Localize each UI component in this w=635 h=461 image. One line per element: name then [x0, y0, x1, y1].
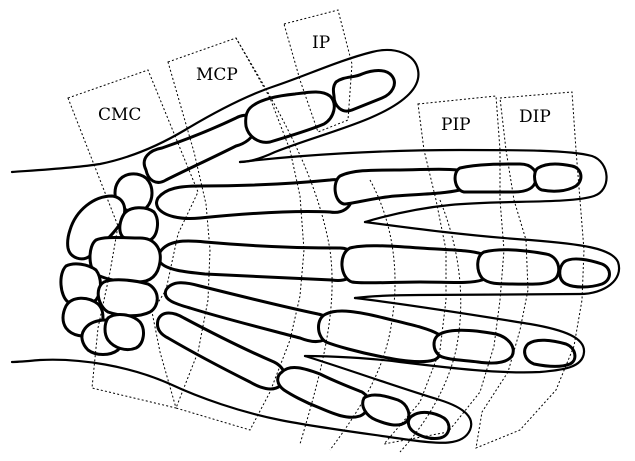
thumb-metacarpal: [144, 115, 256, 182]
index-metacarpal: [157, 180, 353, 219]
label-dip: DIP: [519, 107, 551, 127]
index-middle-phalanx: [455, 164, 536, 192]
index-finger-bones: [157, 164, 581, 219]
capitate: [90, 238, 160, 283]
middle-proximal-phalanx: [342, 246, 490, 283]
carpal-lower: [105, 315, 143, 350]
middle-middle-phalanx: [478, 250, 559, 284]
little-proximal-phalanx: [278, 368, 369, 418]
ring-middle-phalanx: [434, 330, 513, 363]
middle-distal-phalanx: [560, 259, 610, 287]
little-middle-phalanx: [363, 395, 409, 425]
middle-metacarpal: [159, 241, 357, 280]
label-mcp: MCP: [196, 65, 238, 85]
label-ip: IP: [312, 33, 330, 53]
index-proximal-phalanx: [335, 169, 467, 204]
middle-finger-bones: [159, 241, 610, 287]
label-cmc: CMC: [98, 105, 141, 125]
carpal-bones: [61, 174, 160, 355]
ring-proximal-phalanx: [319, 311, 443, 362]
thumb-distal-phalanx: [333, 71, 394, 112]
label-pip: PIP: [441, 115, 471, 135]
index-distal-phalanx: [535, 164, 581, 191]
